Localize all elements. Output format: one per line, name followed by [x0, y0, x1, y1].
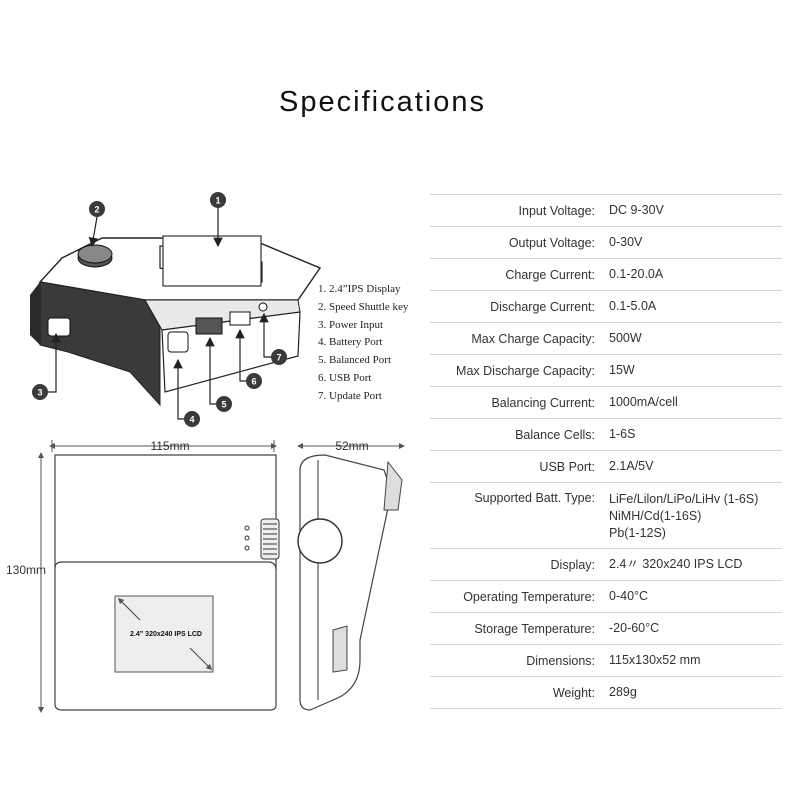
- front-view: 115mm 130mm 2.4” 320x240 IPS LCD: [6, 439, 280, 713]
- legend-item: 2. Speed Shuttle key: [318, 300, 409, 313]
- badge-4: 4: [189, 415, 194, 425]
- spec-label: USB Port:: [539, 459, 595, 474]
- spec-row: Operating Temperature: 0-40°C: [430, 581, 782, 613]
- spec-label: Weight:: [552, 685, 595, 700]
- spec-row: Balancing Current: 1000mA/cell: [430, 387, 782, 419]
- spec-row: Output Voltage: 0-30V: [430, 227, 782, 259]
- spec-row: Input Voltage: DC 9-30V: [430, 195, 782, 227]
- spec-label: Max Discharge Capacity:: [456, 363, 595, 378]
- legend-item: 7. Update Port: [318, 389, 382, 402]
- spec-value-line: LiFe/Lilon/LiPo/LiHv (1-6S): [609, 492, 759, 506]
- spec-table: Input Voltage: DC 9-30V Output Voltage: …: [430, 194, 782, 709]
- spec-row: Max Charge Capacity: 500W: [430, 323, 782, 355]
- spec-label: Output Voltage:: [508, 235, 595, 250]
- spec-label: Operating Temperature:: [463, 589, 595, 604]
- legend-item: 5. Balanced Port: [318, 354, 392, 367]
- spec-label: Supported Batt. Type:: [474, 491, 595, 505]
- spec-label: Input Voltage:: [518, 203, 595, 218]
- spec-value: 15W: [609, 363, 635, 377]
- spec-value: DC 9-30V: [609, 203, 664, 217]
- spec-row: Charge Current: 0.1-20.0A: [430, 259, 782, 291]
- spec-label: Dimensions:: [526, 653, 595, 668]
- depth-dimension: 52mm: [335, 439, 368, 453]
- spec-value: 289g: [609, 685, 637, 699]
- spec-value: 2.1A/5V: [609, 459, 654, 473]
- spec-value: 1000mA/cell: [609, 395, 678, 409]
- spec-value: 115x130x52 mm: [609, 653, 701, 667]
- badge-2: 2: [94, 205, 99, 215]
- callout-badges: 1 2 3 4 5 6 7: [32, 192, 287, 427]
- spec-label: Charge Current:: [505, 267, 595, 282]
- spec-row: Supported Batt. Type: LiFe/Lilon/LiPo/Li…: [430, 483, 782, 549]
- badge-7: 7: [276, 353, 281, 363]
- spec-value: 0.1-5.0A: [609, 299, 657, 313]
- spec-label: Display:: [550, 557, 595, 572]
- spec-value: 0-40°C: [609, 589, 649, 603]
- legend-item: 6. USB Port: [318, 371, 372, 384]
- spec-row: Dimensions: 115x130x52 mm: [430, 645, 782, 677]
- spec-label: Discharge Current:: [490, 299, 595, 314]
- spec-label: Storage Temperature:: [474, 621, 595, 636]
- spec-value: 1-6S: [609, 427, 636, 441]
- spec-value: 2.4〃 320x240 IPS LCD: [609, 557, 743, 571]
- spec-value: 0.1-20.0A: [609, 267, 664, 281]
- spec-row: Discharge Current: 0.1-5.0A: [430, 291, 782, 323]
- device-3d-view: [30, 235, 322, 407]
- badge-3: 3: [37, 388, 42, 398]
- legend-item: 1. 2.4”IPS Display: [318, 283, 401, 295]
- spec-value: LiFe/Lilon/LiPo/LiHv (1-6S) NiMH/Cd(1-16…: [609, 491, 758, 542]
- badge-6: 6: [251, 377, 256, 387]
- spec-row: Balance Cells: 1-6S: [430, 419, 782, 451]
- spec-value: -20-60°C: [609, 621, 660, 635]
- spec-row: Weight: 289g: [430, 677, 782, 709]
- legend-item: 4. Battery Port: [318, 336, 383, 349]
- spec-row: Max Discharge Capacity: 15W: [430, 355, 782, 387]
- page-title: Specifications: [279, 86, 486, 118]
- spec-label: Balancing Current:: [491, 395, 595, 410]
- spec-row: USB Port: 2.1A/5V: [430, 451, 782, 483]
- spec-label: Balance Cells:: [515, 427, 595, 442]
- port-legend: 1. 2.4”IPS Display 2. Speed Shuttle key …: [318, 281, 408, 406]
- legend-item: 3. Power Input: [318, 318, 384, 331]
- spec-row: Display: 2.4〃 320x240 IPS LCD: [430, 549, 782, 581]
- spec-row: Storage Temperature: -20-60°C: [430, 613, 782, 645]
- badge-1: 1: [215, 196, 220, 206]
- height-dimension: 130mm: [6, 563, 46, 577]
- side-view: 52mm: [297, 439, 405, 711]
- spec-value: 500W: [609, 331, 642, 345]
- spec-label: Max Charge Capacity:: [471, 331, 595, 346]
- lcd-dimension-label: 2.4” 320x240 IPS LCD: [130, 631, 202, 638]
- badge-5: 5: [221, 400, 226, 410]
- width-dimension: 115mm: [150, 439, 189, 453]
- spec-value-line: NiMH/Cd(1-16S): [609, 509, 702, 523]
- spec-value-line: Pb(1-12S): [609, 526, 666, 540]
- spec-value: 0-30V: [609, 235, 643, 249]
